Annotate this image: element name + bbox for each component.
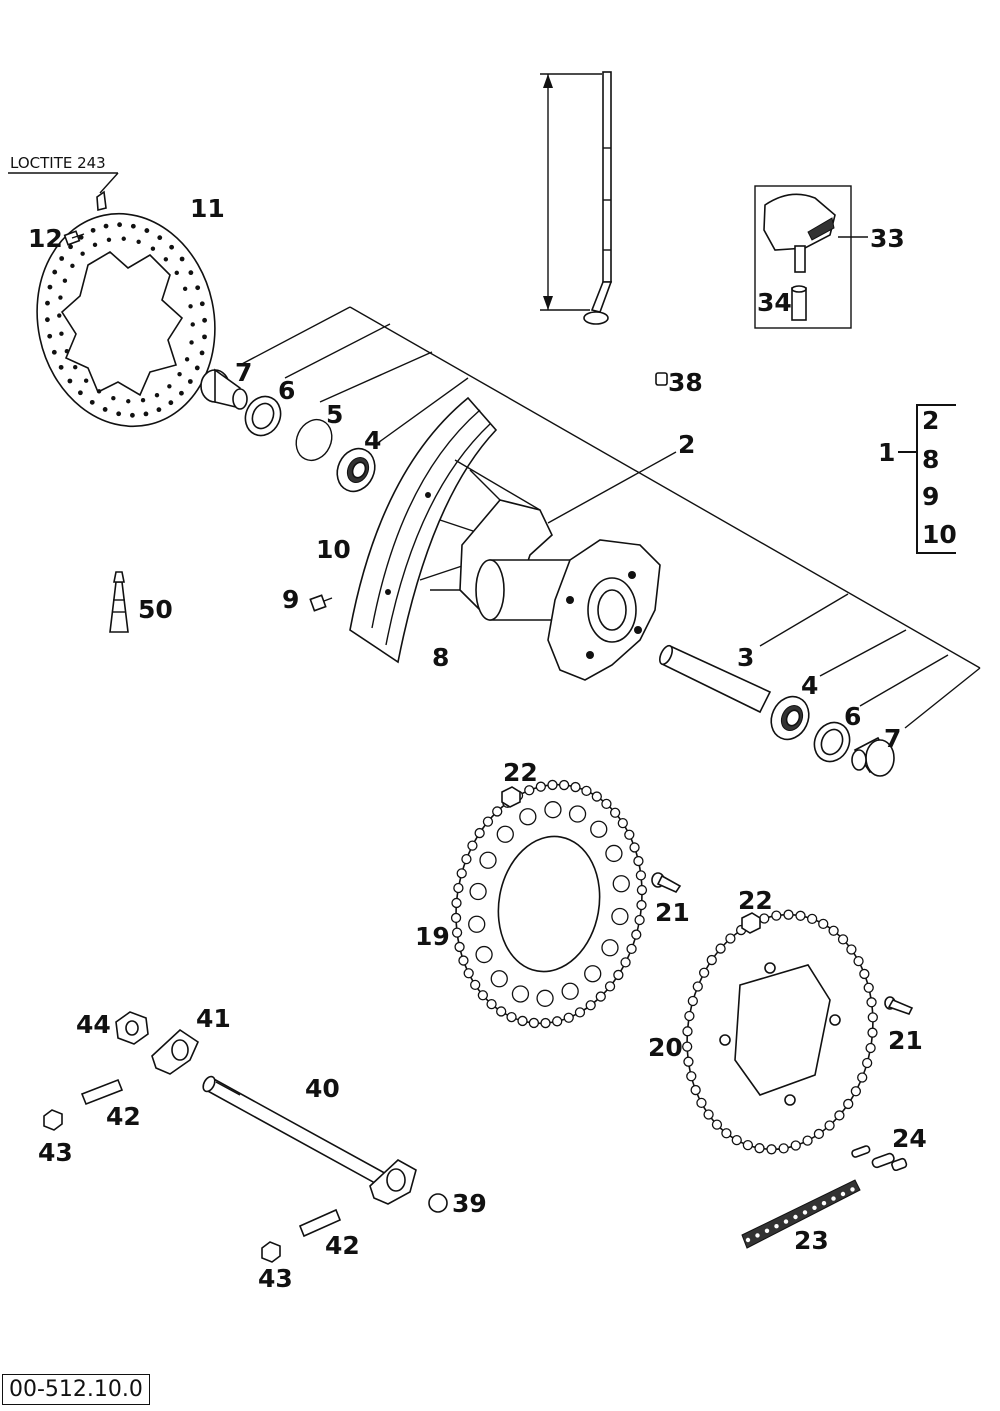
valve-cap — [655, 372, 668, 386]
brake-disc — [36, 212, 216, 428]
callout-44[interactable]: 44 — [76, 1010, 111, 1039]
axle-nut — [115, 1011, 149, 1045]
drive-chain — [741, 1179, 861, 1249]
callout-5[interactable]: 5 — [326, 400, 344, 429]
callout-8[interactable]: 8 — [432, 643, 450, 672]
seal-left — [244, 395, 282, 437]
bearing-right — [770, 695, 810, 741]
spoke-nipple — [309, 594, 333, 612]
spacer-left — [200, 368, 248, 410]
valve-cap-box — [754, 185, 868, 329]
wheel-hub — [459, 499, 661, 681]
wheel-rim — [349, 396, 498, 664]
loctite-note: LOCTITE 243 — [10, 154, 106, 172]
callout-21-upper[interactable]: 21 — [655, 898, 690, 927]
callout-12[interactable]: 12 — [28, 224, 63, 253]
callout-23[interactable]: 23 — [794, 1226, 829, 1255]
callout-7-right[interactable]: 7 — [884, 724, 902, 753]
sprocket-alternative — [682, 909, 878, 1155]
callout-42-right[interactable]: 42 — [325, 1231, 360, 1260]
callout-40[interactable]: 40 — [305, 1074, 340, 1103]
assembly-bracket — [916, 404, 956, 554]
callout-20[interactable]: 20 — [648, 1033, 683, 1062]
callout-10[interactable]: 10 — [316, 535, 351, 564]
callout-1[interactable]: 1 — [878, 438, 896, 467]
sprocket-holes — [468, 801, 630, 1007]
adjuster-nut-right — [261, 1241, 281, 1263]
adjuster-nut-left — [43, 1109, 63, 1131]
callout-22-lower[interactable]: 22 — [738, 886, 773, 915]
chain-master-link — [851, 1145, 908, 1172]
callout-21-lower[interactable]: 21 — [888, 1026, 923, 1055]
seal-right — [813, 721, 851, 763]
callout-41[interactable]: 41 — [196, 1004, 231, 1033]
adjuster-screw-left — [80, 1078, 124, 1106]
bearing-left — [336, 447, 376, 493]
callout-2[interactable]: 2 — [678, 430, 696, 459]
wheel-axle — [202, 1075, 392, 1190]
assembly-item[interactable]: 9 — [922, 482, 940, 511]
callout-4-right[interactable]: 4 — [801, 671, 819, 700]
callout-38[interactable]: 38 — [668, 368, 703, 397]
chain-adjuster-right — [369, 1159, 417, 1205]
sprocket-bolt-upper — [651, 872, 682, 894]
callout-43-right[interactable]: 43 — [258, 1264, 293, 1293]
spoke-gauge — [540, 71, 613, 325]
assembly-item[interactable]: 10 — [922, 520, 957, 549]
diagram-code: 00-512.10.0 — [2, 1374, 150, 1405]
adjuster-screw-right — [298, 1208, 342, 1238]
chain-adjuster-left — [151, 1028, 200, 1075]
callout-11[interactable]: 11 — [190, 194, 225, 223]
callout-7-left[interactable]: 7 — [235, 358, 253, 387]
assembly-bracket-tick — [898, 451, 916, 453]
sprocket-bolt-lower — [884, 996, 914, 1015]
loctite-leader — [8, 172, 119, 212]
assembly-item[interactable]: 8 — [922, 445, 940, 474]
callout-34[interactable]: 34 — [757, 288, 792, 317]
callout-3[interactable]: 3 — [737, 643, 755, 672]
grease-tube — [109, 571, 129, 633]
callout-24[interactable]: 24 — [892, 1124, 927, 1153]
spacer-tube — [659, 644, 772, 714]
disc-bolt — [63, 230, 85, 246]
sprocket-teeth — [682, 909, 878, 1155]
callout-19[interactable]: 19 — [415, 922, 450, 951]
callout-43-left[interactable]: 43 — [38, 1138, 73, 1167]
disc-vent-holes — [44, 222, 208, 418]
assembly-item[interactable]: 2 — [922, 406, 940, 435]
axle-plug — [428, 1193, 448, 1213]
sprocket-large — [450, 779, 648, 1029]
callout-9[interactable]: 9 — [282, 585, 300, 614]
callout-6-right[interactable]: 6 — [844, 702, 862, 731]
callout-42-left[interactable]: 42 — [106, 1102, 141, 1131]
callout-33[interactable]: 33 — [870, 224, 905, 253]
spacer-right — [851, 736, 895, 777]
axis-guide-lines — [239, 306, 981, 729]
sprocket-nut-upper — [501, 786, 521, 808]
sprocket-nut-lower — [741, 912, 761, 934]
callout-22-upper[interactable]: 22 — [503, 758, 538, 787]
circlip — [295, 418, 333, 462]
callout-6-left[interactable]: 6 — [278, 376, 296, 405]
callout-4-left[interactable]: 4 — [364, 426, 382, 455]
callout-39[interactable]: 39 — [452, 1189, 487, 1218]
callout-50[interactable]: 50 — [138, 595, 173, 624]
